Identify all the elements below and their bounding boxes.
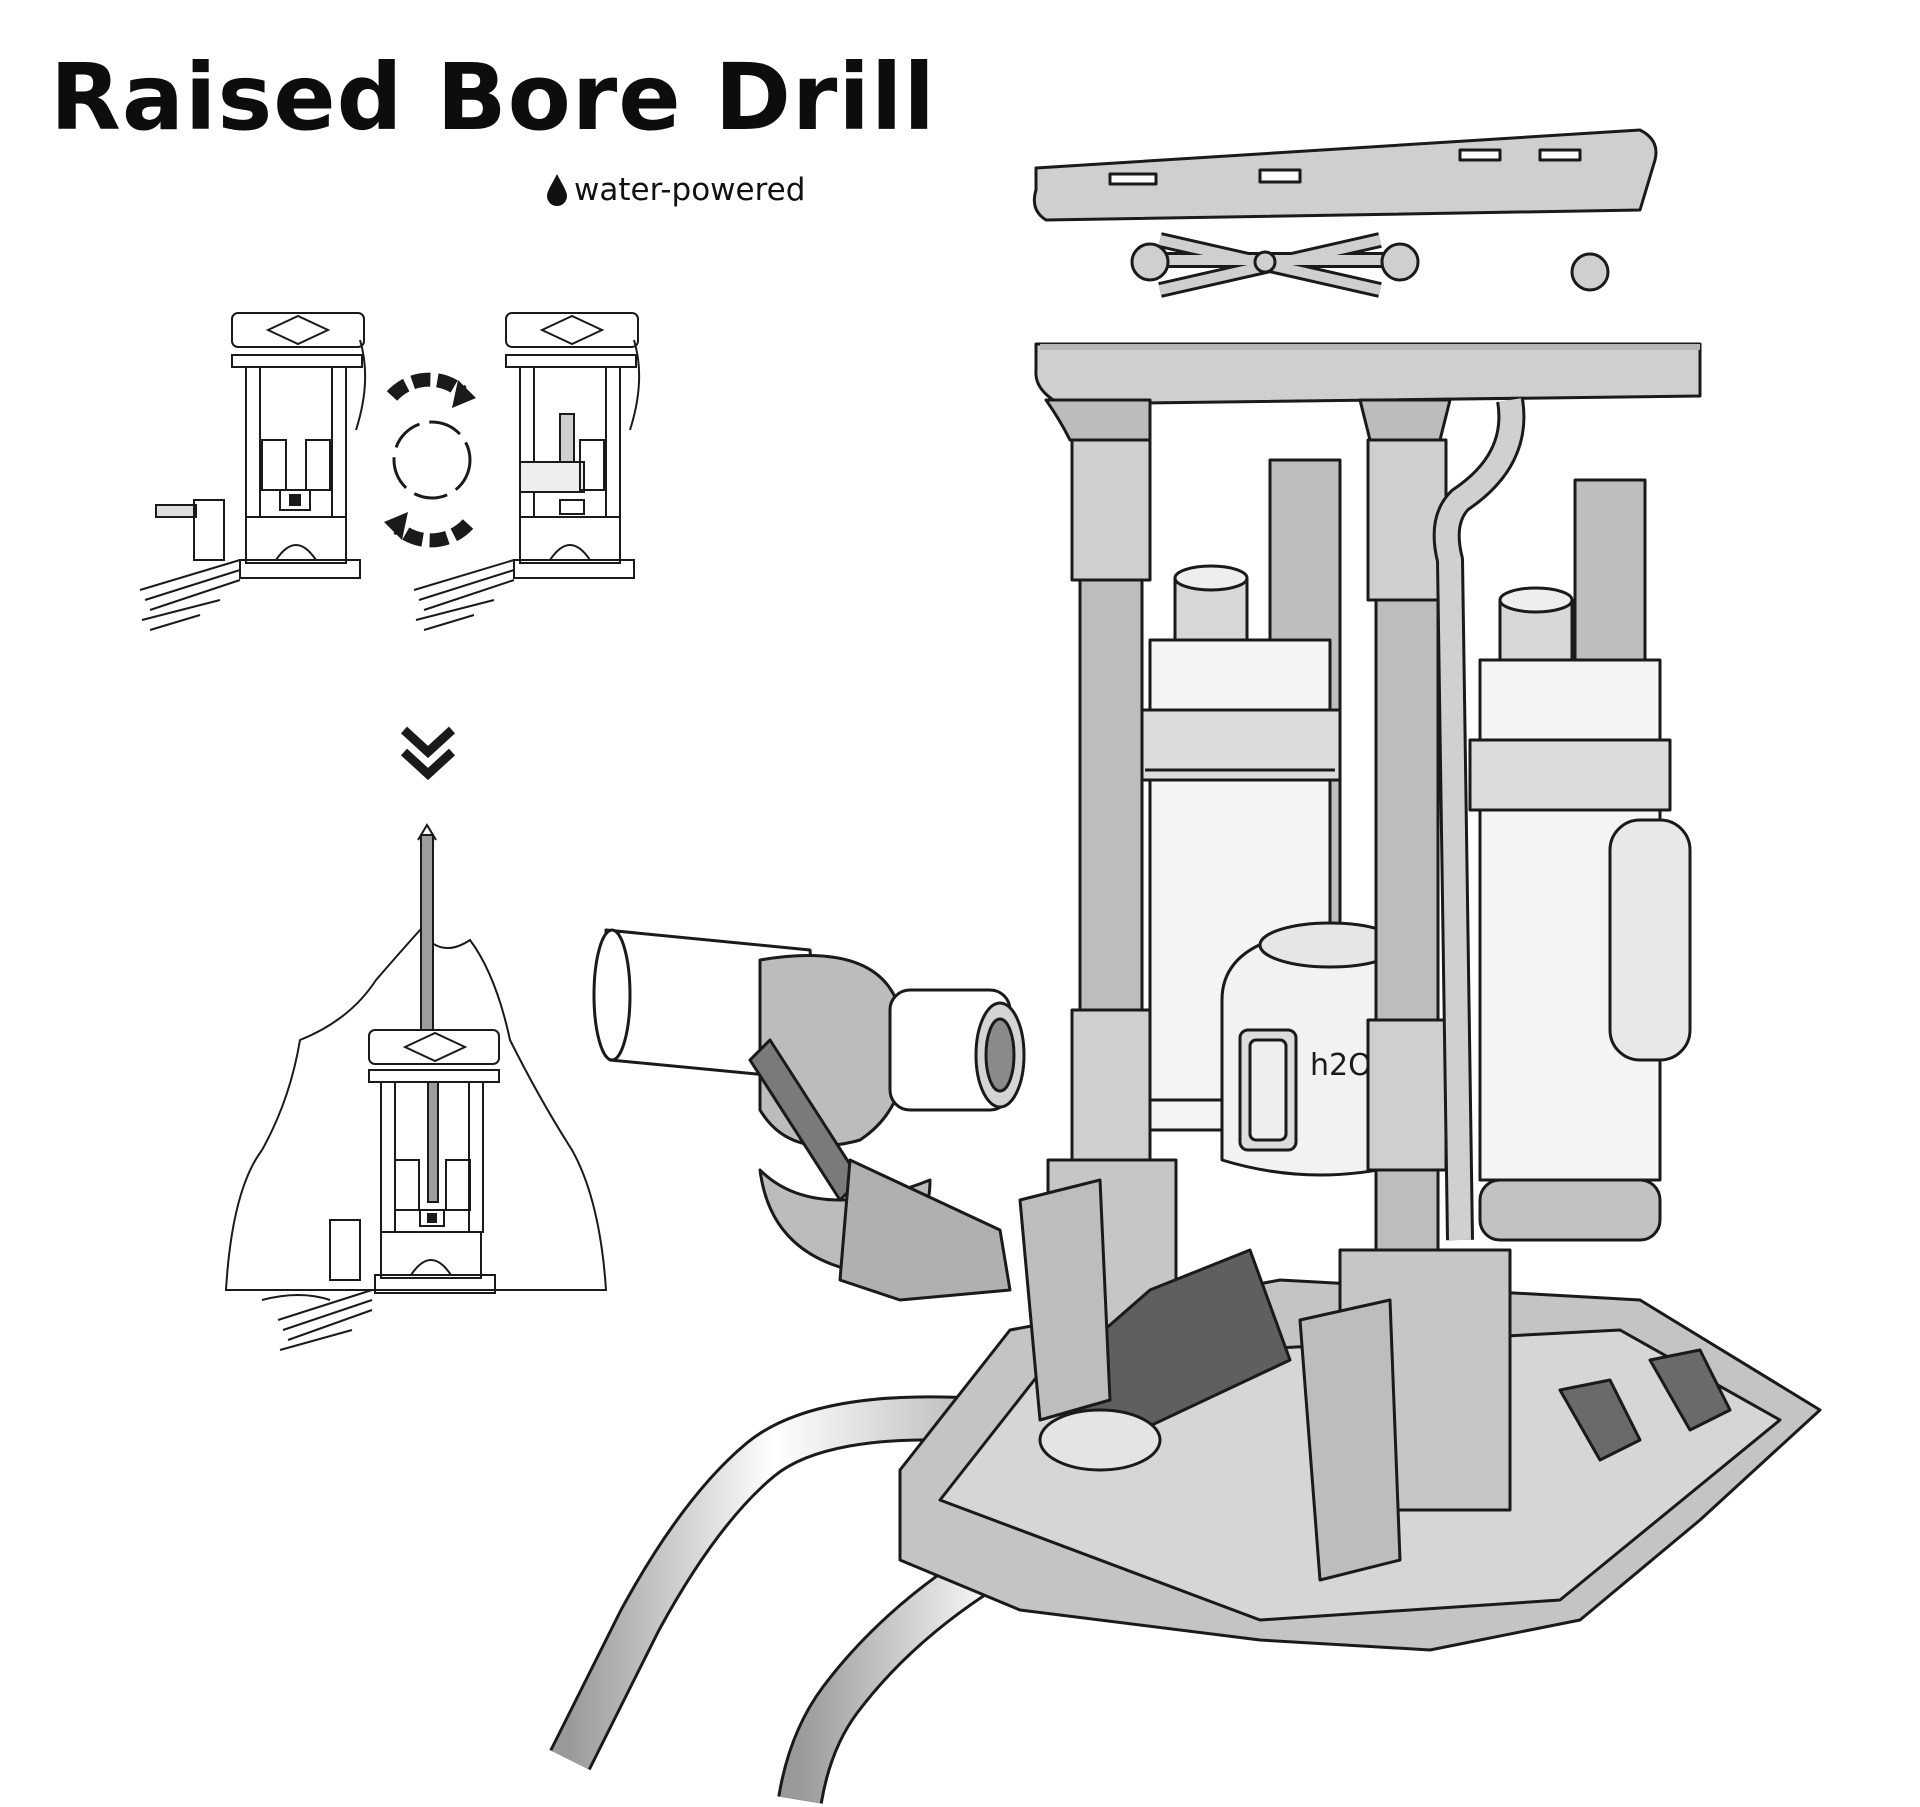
upper-frame — [1034, 342, 1702, 406]
page-title: Raised Bore Drill — [50, 44, 936, 151]
drill-machine-illustration: h2O — [549, 128, 1822, 1805]
tank-label: h2O — [1310, 1048, 1372, 1083]
subtitle: water-powered — [546, 172, 805, 208]
stabilizer-pods — [1558, 1348, 1732, 1462]
drill-stage-1-sketch — [139, 312, 367, 631]
subtitle-text: water-powered — [574, 172, 806, 208]
deploy-sequence-diagram — [139, 312, 641, 1351]
foot-left — [1018, 1178, 1112, 1422]
chevron-down-icon — [400, 726, 456, 781]
drill-stage-2-sketch — [413, 312, 641, 631]
rotate-cycle-icon — [384, 372, 476, 548]
foot-right — [1298, 1298, 1402, 1582]
drill-head-arm — [592, 928, 1026, 1302]
motor-right — [1468, 586, 1692, 1242]
top-platform — [1032, 128, 1658, 298]
intake-cone — [1038, 1248, 1292, 1472]
drill-stage-3-sketch — [224, 823, 608, 1351]
water-drop-icon — [547, 174, 567, 206]
